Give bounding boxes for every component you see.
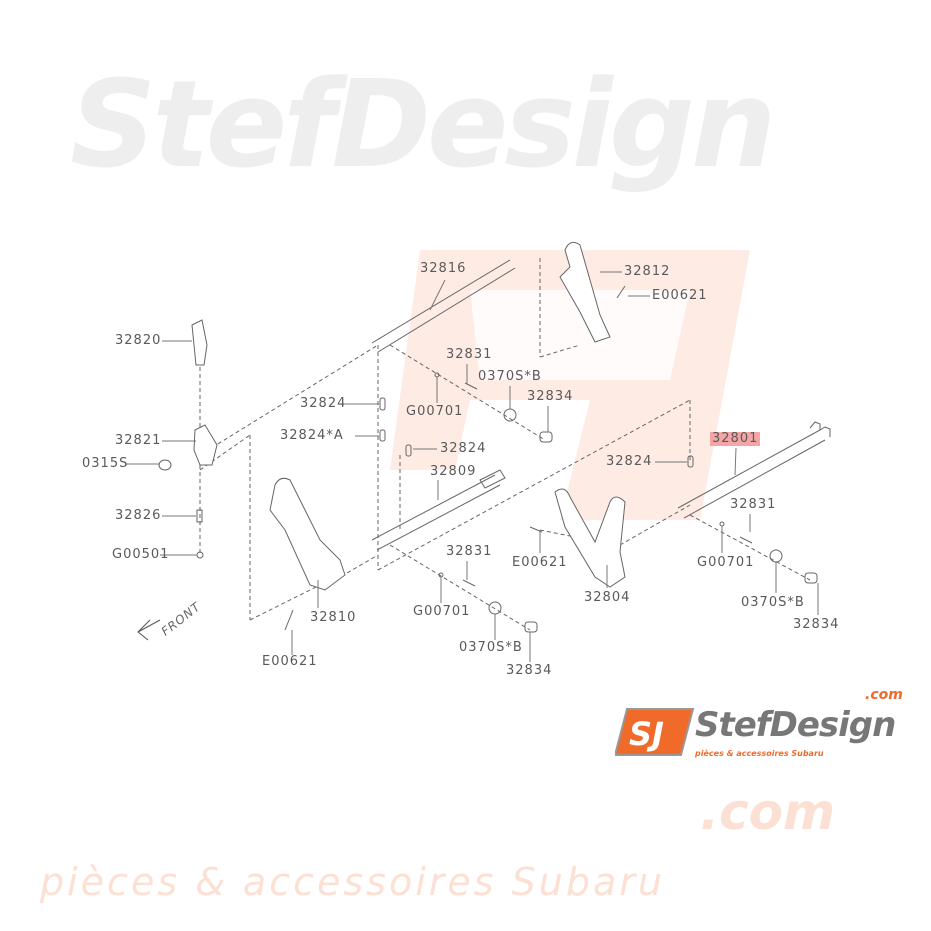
- shaft-32816: [371, 259, 516, 353]
- arm-32821: [193, 424, 218, 466]
- watermark-brand: StefDesign: [70, 56, 776, 195]
- part-label[interactable]: 32824: [300, 396, 347, 411]
- part-label[interactable]: 32834: [506, 663, 553, 678]
- arm-32820: [191, 319, 208, 366]
- part-label[interactable]: E00621: [512, 555, 568, 570]
- stefdesign-logo: SJ StefDesign .com pièces & accessoires …: [615, 687, 920, 765]
- part-label[interactable]: G00701: [406, 404, 464, 419]
- front-arrow-icon: [137, 619, 161, 641]
- part-label[interactable]: 0370S*B: [459, 640, 523, 655]
- fork-32810: [269, 477, 346, 591]
- shaft-32801: [677, 421, 831, 519]
- part-label[interactable]: 32820: [115, 333, 162, 348]
- part-label-highlighted[interactable]: 32801: [710, 431, 761, 446]
- svg-text:SJ: SJ: [629, 715, 664, 753]
- part-label[interactable]: 32809: [430, 464, 477, 479]
- watermark-com: .com: [700, 783, 836, 841]
- part-label[interactable]: 32834: [793, 617, 840, 632]
- part-label[interactable]: 0370S*B: [741, 595, 805, 610]
- part-label[interactable]: 32826: [115, 508, 162, 523]
- part-label[interactable]: 32804: [584, 590, 631, 605]
- part-label[interactable]: 32810: [310, 610, 357, 625]
- fork-32804: [554, 488, 626, 588]
- leader-lines: [125, 271, 819, 662]
- fork-32812: [559, 241, 611, 343]
- part-label[interactable]: 0315S: [82, 456, 129, 471]
- part-label[interactable]: 0370S*B: [478, 369, 542, 384]
- part-label[interactable]: 32821: [115, 433, 162, 448]
- part-label[interactable]: 32824*A: [280, 428, 344, 443]
- part-label[interactable]: G00701: [413, 604, 471, 619]
- part-label[interactable]: E00621: [262, 654, 318, 669]
- part-label[interactable]: 32831: [730, 497, 777, 512]
- part-label[interactable]: 32824: [606, 454, 653, 469]
- part-label[interactable]: 32834: [527, 389, 574, 404]
- part-label[interactable]: 32824: [440, 441, 487, 456]
- part-label[interactable]: E00621: [652, 288, 708, 303]
- part-label[interactable]: 32831: [446, 347, 493, 362]
- sj-logo-mark: SJ: [615, 708, 695, 756]
- logo-tagline: pièces & accessoires Subaru: [695, 749, 824, 758]
- logo-com: .com: [865, 687, 903, 703]
- part-label[interactable]: 32816: [420, 261, 467, 276]
- watermark-tagline: pièces & accessoires Subaru: [40, 860, 665, 904]
- part-label[interactable]: 32831: [446, 544, 493, 559]
- shaft-32809: [371, 469, 506, 551]
- part-label[interactable]: G00501: [112, 547, 170, 562]
- part-label[interactable]: G00701: [697, 555, 755, 570]
- logo-brand: StefDesign: [695, 705, 896, 745]
- guide-lines: [199, 258, 811, 631]
- part-label[interactable]: 32812: [624, 264, 671, 279]
